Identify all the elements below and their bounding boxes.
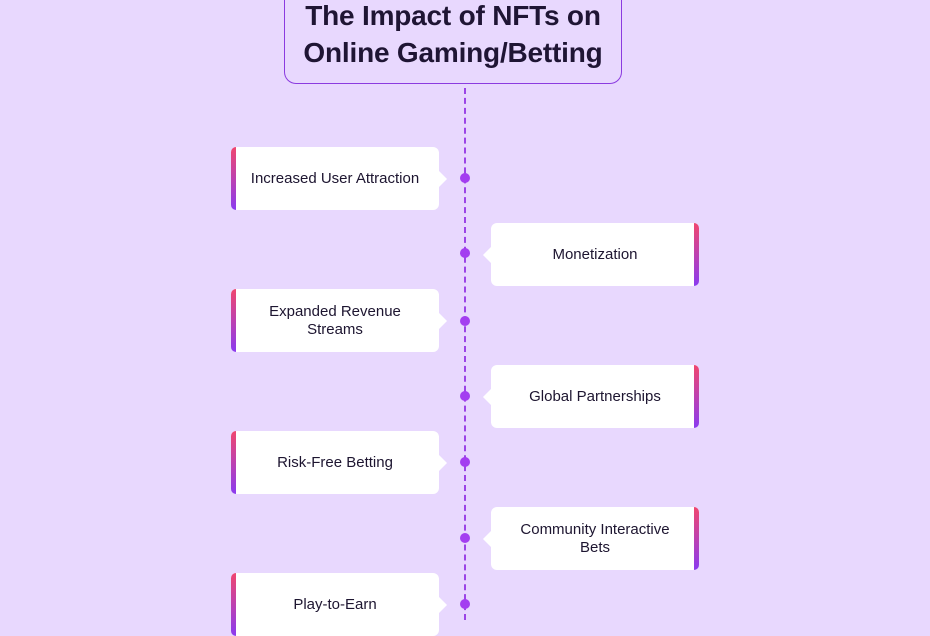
timeline-dot (460, 599, 470, 609)
card-pointer (483, 530, 491, 547)
card-play-to-earn: Play-to-Earn (231, 573, 447, 636)
card-label: Risk-Free Betting (277, 453, 393, 471)
card-monetization: Monetization (483, 223, 699, 286)
timeline-dot (460, 248, 470, 258)
card-global-partnerships: Global Partnerships (483, 365, 699, 428)
card-community-interactive-bets: Community Interactive Bets (483, 507, 699, 570)
timeline-line (464, 88, 466, 620)
card-expanded-revenue-streams: Expanded Revenue Streams (231, 289, 447, 352)
card-label: Play-to-Earn (293, 595, 377, 613)
card-increased-user-attraction: Increased User Attraction (231, 147, 447, 210)
card-label: Monetization (552, 245, 638, 263)
card-label: Increased User Attraction (250, 169, 420, 187)
timeline-dot (460, 533, 470, 543)
card-pointer (439, 312, 447, 329)
card-pointer (439, 170, 447, 187)
card-label: Expanded Revenue Streams (269, 302, 401, 338)
title-box: The Impact of NFTs on Online Gaming/Bett… (284, 0, 622, 84)
timeline-dot (460, 173, 470, 183)
timeline-dot (460, 316, 470, 326)
title-line-2: Online Gaming/Betting (303, 37, 603, 68)
card-pointer (483, 388, 491, 405)
card-pointer (439, 596, 447, 613)
timeline-dot (460, 457, 470, 467)
card-pointer (483, 246, 491, 263)
card-risk-free-betting: Risk-Free Betting (231, 431, 447, 494)
timeline-dot (460, 391, 470, 401)
title-line-1: The Impact of NFTs on (305, 0, 601, 31)
card-pointer (439, 454, 447, 471)
card-label: Community Interactive Bets (520, 520, 670, 556)
card-label: Global Partnerships (529, 387, 661, 405)
